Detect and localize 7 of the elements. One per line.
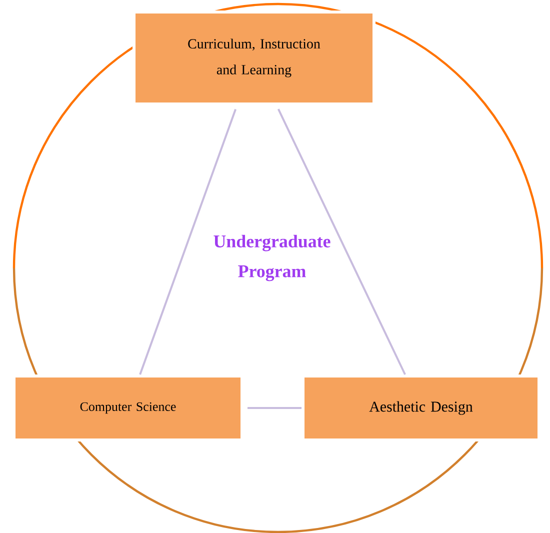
connector-line — [139, 108, 236, 375]
text-box: Computer Science — [12, 374, 244, 442]
text-box: Curriculum, Instruction and Learning — [132, 10, 376, 106]
connector-line — [248, 407, 302, 409]
center-label: Undergraduate Program — [214, 234, 330, 282]
connector-line — [277, 108, 406, 375]
text-box: Aesthetic Design — [302, 374, 540, 442]
